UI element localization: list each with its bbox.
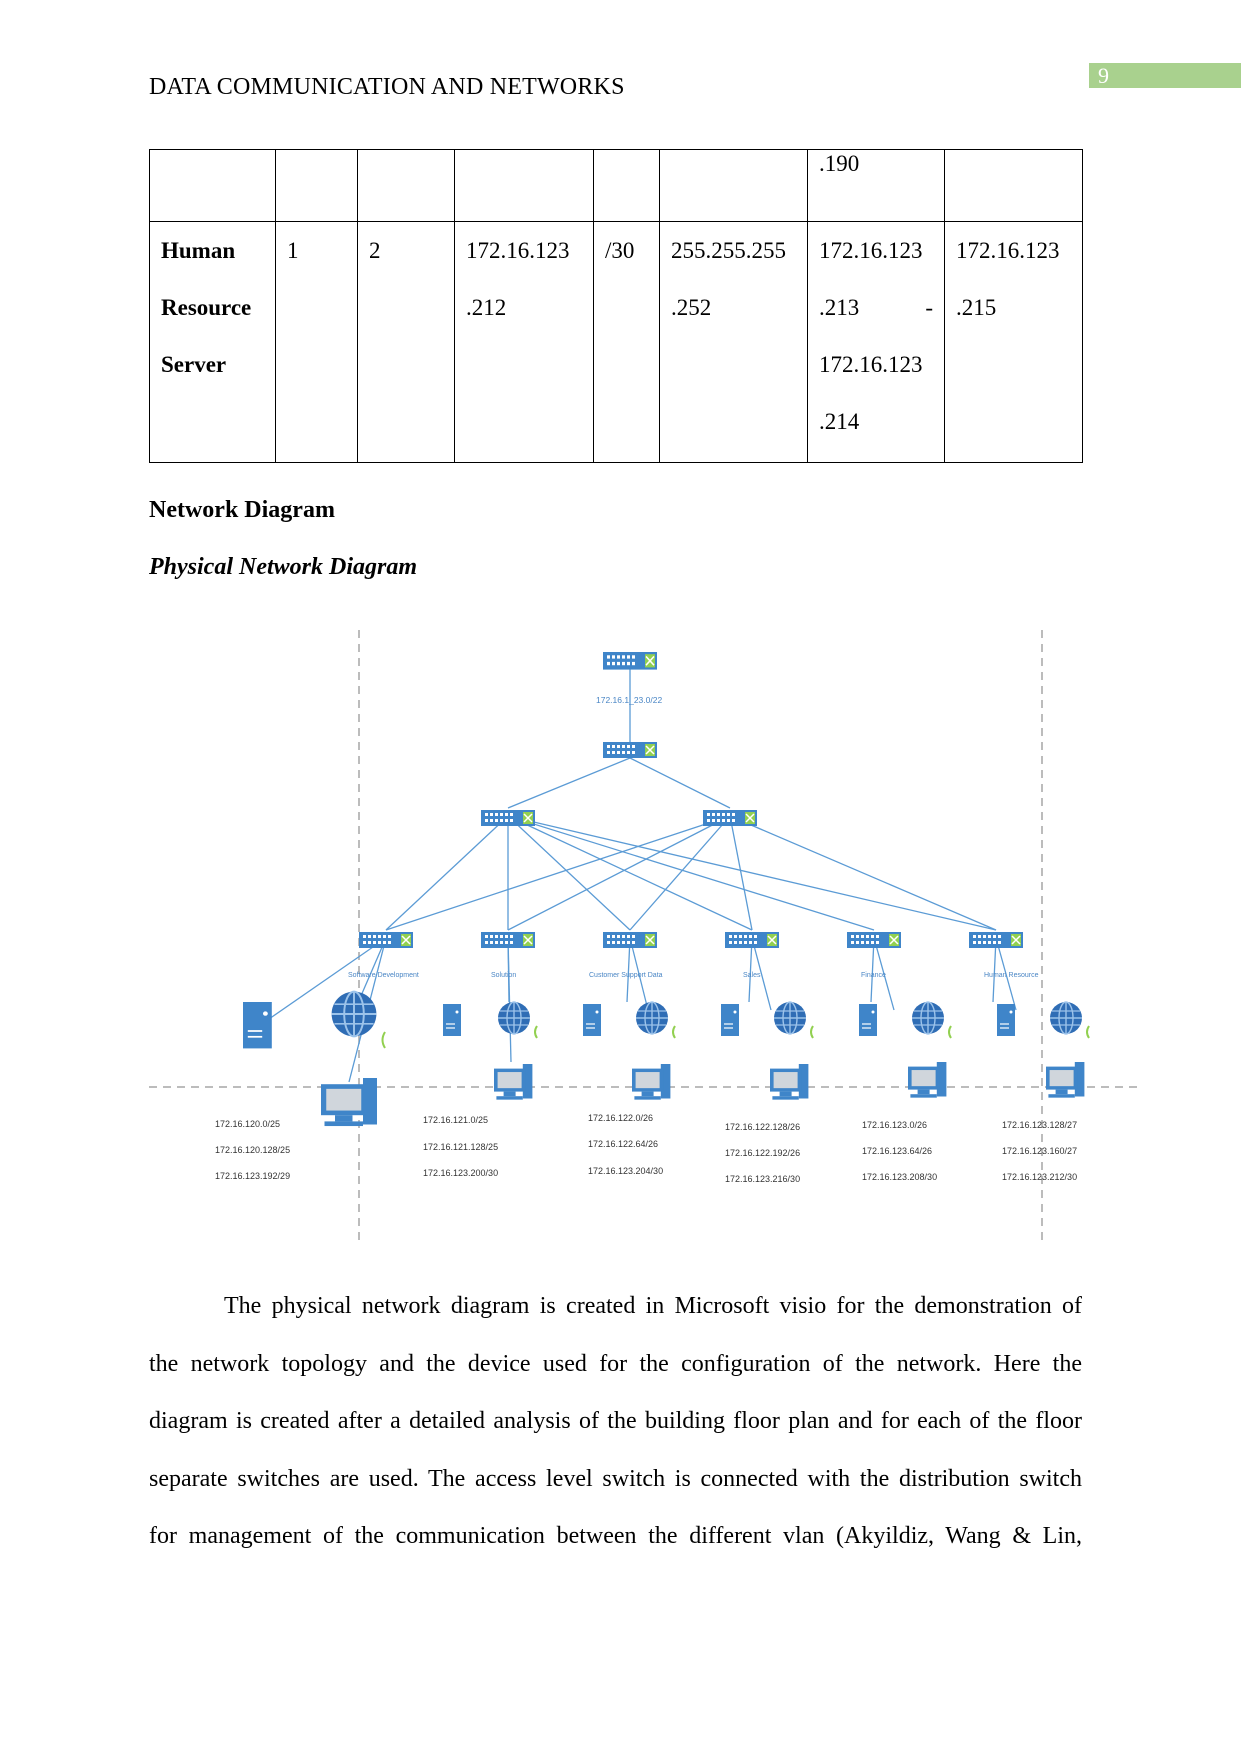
server-icon xyxy=(858,1003,878,1037)
subnet-label: 172.16.123.192/29 xyxy=(215,1171,290,1181)
internet-globe-icon xyxy=(773,1001,807,1035)
table-row: Human Resource Server 1 2 172.16.123 .21… xyxy=(149,221,1083,463)
department-label: Customer Support Data xyxy=(589,972,663,979)
server-icon xyxy=(720,1003,740,1037)
access-switch xyxy=(846,931,902,949)
physical-network-diagram: 172.16.1_23.0/22 Software Development So… xyxy=(149,630,1139,1242)
department-label: Human Resource xyxy=(984,972,1039,979)
table-cell-network: 172.16.123 .212 xyxy=(454,221,594,463)
department-label: Solution xyxy=(491,972,516,979)
server-icon xyxy=(996,1003,1016,1037)
server-icon xyxy=(242,1001,273,1050)
subnet-label: 172.16.122.0/26 xyxy=(588,1113,653,1123)
workstation-icon xyxy=(908,1062,947,1098)
subnet-label: 172.16.121.128/25 xyxy=(423,1142,498,1152)
paragraph-line: the network topology and the device used… xyxy=(149,1350,1082,1377)
subnet-label: 172.16.123.160/27 xyxy=(1002,1146,1077,1156)
subnet-table: .190 Human Resource Server 1 2 172.16.12… xyxy=(149,149,1083,463)
subnet-label: 172.16.123.0/26 xyxy=(862,1120,927,1130)
department-label: Software Development xyxy=(348,972,419,979)
subnet-label: 172.16.123.64/26 xyxy=(862,1146,932,1156)
router-network-label: 172.16.1_23.0/22 xyxy=(596,695,662,705)
workstation-icon xyxy=(770,1064,809,1100)
subnet-label: 172.16.123.204/30 xyxy=(588,1166,663,1176)
table-cell-broadcast: 172.16.123 .215 xyxy=(944,221,1083,463)
workstation-icon xyxy=(632,1064,671,1100)
access-switch xyxy=(480,931,536,949)
table-cell-range: 172.16.123 .213- 172.16.123 .214 xyxy=(807,221,945,463)
subnet-label: 172.16.123.216/30 xyxy=(725,1174,800,1184)
table-cell-col3: 2 xyxy=(357,221,455,463)
access-switch xyxy=(724,931,780,949)
workstation-icon xyxy=(1046,1062,1085,1098)
workstation-icon xyxy=(321,1078,377,1127)
router-switch xyxy=(602,651,658,671)
table-cell-department: Human Resource Server xyxy=(149,221,276,463)
table-row: .190 xyxy=(149,149,1083,222)
table-cell-mask: 255.255.255 .252 xyxy=(659,221,808,463)
subnet-label: 172.16.123.200/30 xyxy=(423,1168,498,1178)
wireless-signal-icon xyxy=(381,1025,1090,1049)
table-cell-range-end: .190 xyxy=(807,149,945,222)
table-cell-prefix: /30 xyxy=(593,221,660,463)
workstation-icon xyxy=(494,1064,533,1100)
distribution-switch-right xyxy=(702,809,758,827)
paragraph-line: separate switches are used. The access l… xyxy=(149,1465,1082,1492)
running-head: DATA COMMUNICATION AND NETWORKS xyxy=(149,74,625,100)
internet-globe-icon xyxy=(330,990,378,1038)
section-heading: Network Diagram xyxy=(149,497,335,523)
department-label: Finance xyxy=(861,972,886,979)
paragraph-line: The physical network diagram is created … xyxy=(224,1293,1082,1319)
subnet-label: 172.16.122.128/26 xyxy=(725,1122,800,1132)
internet-globe-icon xyxy=(911,1001,945,1035)
subnet-label: 172.16.122.64/26 xyxy=(588,1139,658,1149)
subnet-label: 172.16.120.128/25 xyxy=(215,1145,290,1155)
server-icon xyxy=(442,1003,462,1037)
table-cell-col2: 1 xyxy=(275,221,358,463)
paragraph-line: for management of the communication betw… xyxy=(149,1523,1082,1549)
page-number: 9 xyxy=(1089,63,1241,88)
department-label: Sales xyxy=(743,972,761,979)
distribution-switch-left xyxy=(480,809,536,827)
access-switch xyxy=(968,931,1024,949)
server-icon xyxy=(582,1003,602,1037)
subnet-label: 172.16.123.208/30 xyxy=(862,1172,937,1182)
sub-heading: Physical Network Diagram xyxy=(149,554,417,580)
subnet-label: 172.16.123.212/30 xyxy=(1002,1172,1077,1182)
subnet-label: 172.16.123.128/27 xyxy=(1002,1120,1077,1130)
internet-globe-icon xyxy=(1049,1001,1083,1035)
subnet-label: 172.16.121.0/25 xyxy=(423,1115,488,1125)
internet-globe-icon xyxy=(635,1001,669,1035)
body-paragraph: The physical network diagram is created … xyxy=(149,1278,1082,1566)
core-switch xyxy=(602,741,658,759)
subnet-label: 172.16.120.0/25 xyxy=(215,1119,280,1129)
paragraph-line: diagram is created after a detailed anal… xyxy=(149,1408,1082,1434)
access-switch xyxy=(358,931,414,949)
access-switch xyxy=(602,931,658,949)
internet-globe-icon xyxy=(497,1001,531,1035)
subnet-label: 172.16.122.192/26 xyxy=(725,1148,800,1158)
